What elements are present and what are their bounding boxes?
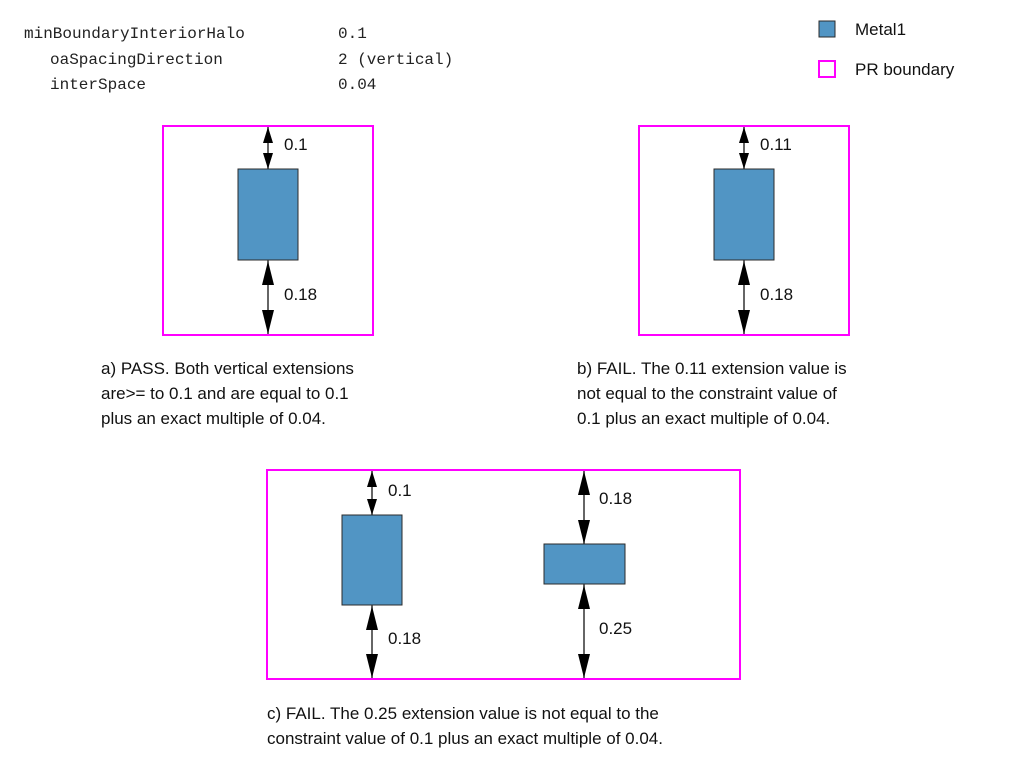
dimension-label-top: 0.11 — [760, 135, 792, 154]
param-value: 2 (vertical) — [338, 51, 453, 69]
legend: Metal1 PR boundary — [818, 20, 955, 79]
caption-line: a) PASS. Both vertical extensions — [101, 359, 354, 378]
legend-pr-boundary-swatch — [818, 60, 836, 78]
dimension-label-left-top: 0.1 — [388, 481, 412, 500]
caption-line: b) FAIL. The 0.11 extension value is — [577, 359, 847, 378]
legend-pr-boundary-label: PR boundary — [855, 60, 955, 79]
caption-line: c) FAIL. The 0.25 extension value is not… — [267, 704, 659, 723]
metal1-shape-right — [543, 543, 626, 585]
param-name: oaSpacingDirection — [50, 51, 223, 69]
constraint-parameters: minBoundaryInteriorHalo 0.1 oaSpacingDir… — [24, 25, 453, 94]
dimension-arrow-right-bottom — [578, 584, 590, 678]
dimension-label-bottom: 0.18 — [284, 285, 317, 304]
dimension-arrow-right-top — [578, 471, 590, 544]
caption-line: not equal to the constraint value of — [577, 384, 837, 403]
example-b: 0.11 0.18 b) FAIL. The 0.11 extension va… — [577, 125, 850, 428]
dimension-label-right-top: 0.18 — [599, 489, 632, 508]
legend-metal1-swatch — [818, 20, 836, 38]
example-c: 0.1 0.18 0.18 0.25 c) FAIL. The 0.25 ext… — [266, 469, 741, 748]
pr-boundary — [162, 125, 374, 336]
legend-metal1-label: Metal1 — [855, 20, 906, 39]
caption-line: plus an exact multiple of 0.04. — [101, 409, 326, 428]
example-a: 0.1 0.18 a) PASS. Both vertical extensio… — [101, 125, 374, 428]
dimension-arrow-top — [739, 127, 749, 169]
caption-line: constraint value of 0.1 plus an exact mu… — [267, 729, 663, 748]
metal1-shape — [237, 168, 299, 261]
param-value: 0.1 — [338, 25, 367, 43]
caption-line: are>= to 0.1 and are equal to 0.1 — [101, 384, 349, 403]
dimension-arrow-bottom — [738, 260, 750, 334]
dimension-label-bottom: 0.18 — [760, 285, 793, 304]
param-name: minBoundaryInteriorHalo — [24, 25, 245, 43]
param-name: interSpace — [50, 76, 146, 94]
dimension-arrow-left-top — [367, 471, 377, 515]
pr-boundary — [638, 125, 850, 336]
metal1-shape-left — [341, 514, 403, 606]
dimension-label-top: 0.1 — [284, 135, 308, 154]
dimension-arrow-left-bottom — [366, 605, 378, 678]
param-value: 0.04 — [338, 76, 376, 94]
dimension-label-right-bottom: 0.25 — [599, 619, 632, 638]
metal1-shape — [713, 168, 775, 261]
dimension-arrow-bottom — [262, 260, 274, 334]
dimension-label-left-bottom: 0.18 — [388, 629, 421, 648]
dimension-arrow-top — [263, 127, 273, 169]
caption-line: 0.1 plus an exact multiple of 0.04. — [577, 409, 830, 428]
pr-boundary — [266, 469, 741, 680]
